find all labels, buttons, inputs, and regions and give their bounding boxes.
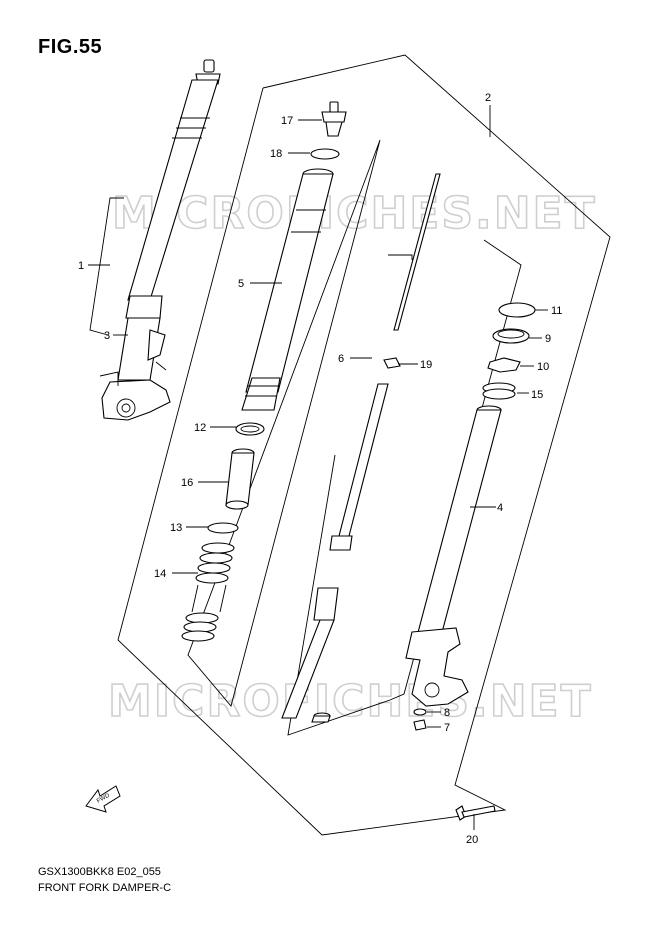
callout-9: 9 — [545, 333, 551, 345]
bolt-7 — [413, 719, 427, 731]
assembly-outline-2 — [117, 54, 611, 836]
nut-19 — [383, 357, 401, 369]
spring-14 — [181, 542, 235, 642]
callout-5: 5 — [238, 278, 244, 290]
callout-16: 16 — [181, 477, 193, 489]
inner-tube-5 — [241, 168, 334, 411]
callout-14: 14 — [154, 568, 166, 580]
inner-tube-group-outline — [388, 254, 413, 260]
callout-11: 11 — [551, 305, 562, 317]
seal-12 — [235, 422, 265, 436]
axle-bolt-20 — [455, 805, 496, 821]
stopper-ring-10 — [487, 357, 521, 373]
cap-bolt-17 — [321, 101, 347, 137]
spacer-16 — [225, 448, 255, 510]
callout-13: 13 — [170, 522, 182, 534]
callout-4: 4 — [497, 502, 503, 514]
front-fork-assembly — [99, 59, 221, 421]
callout-7: 7 — [444, 722, 450, 734]
callout-10: 10 — [537, 361, 549, 373]
gasket-8 — [413, 708, 427, 716]
diagram-caption: FRONT FORK DAMPER-C — [38, 882, 172, 894]
cylinder-group-outline — [287, 239, 522, 736]
outer-tube-4 — [405, 405, 502, 707]
callout-12: 12 — [194, 422, 206, 434]
callout-17: 17 — [281, 115, 293, 127]
callout-6: 6 — [338, 353, 344, 365]
damper-group-outline — [187, 139, 381, 707]
watermark-bottom: MICROFICHES.NET — [108, 676, 593, 727]
damper-rod-6 — [281, 173, 441, 723]
model-code: GSX1300BKK8 E02_055 — [38, 866, 161, 878]
figure-title: FIG.55 — [38, 36, 103, 58]
callout-15: 15 — [531, 389, 543, 401]
washer-13 — [207, 522, 239, 534]
callout-20: 20 — [466, 834, 478, 846]
callout-3: 3 — [104, 330, 110, 342]
dust-seal-11 — [498, 302, 536, 318]
front-arrow-icon: FWD — [85, 785, 121, 813]
guide-bush-15 — [482, 382, 516, 400]
bracket-1 — [89, 197, 124, 336]
callout-1: 1 — [78, 260, 84, 272]
callout-8: 8 — [444, 707, 450, 719]
watermark-top: MICROFICHES.NET — [112, 188, 597, 239]
oil-seal-9 — [492, 328, 530, 344]
callout-2: 2 — [485, 92, 491, 104]
callout-18: 18 — [270, 148, 282, 160]
o-ring-18 — [310, 148, 340, 160]
callout-19: 19 — [420, 359, 432, 371]
